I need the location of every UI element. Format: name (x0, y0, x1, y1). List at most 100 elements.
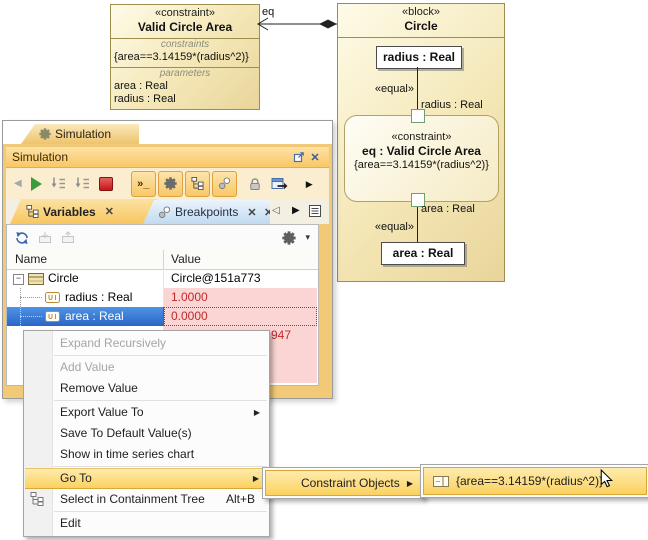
menu-item-edit[interactable]: Edit (24, 513, 269, 534)
menu-item-label: Select in Containment Tree (60, 492, 205, 506)
tabs-list-button[interactable] (309, 205, 321, 217)
parameter-port-radius[interactable] (411, 109, 425, 123)
menu-separator (54, 511, 267, 512)
menu-item-remove-value[interactable]: Remove Value (24, 378, 269, 399)
radius-value-property[interactable]: radius : Real (376, 46, 462, 69)
menu-item-shortcut: Alt+B (225, 492, 255, 506)
binding-top-label: radius : Real (421, 99, 483, 111)
breakpoints-icon (218, 177, 231, 190)
variables-options-gear-button[interactable] (282, 231, 296, 245)
parameters-compartment: parameters area : Real radius : Real (111, 68, 259, 109)
tab-variables[interactable]: Variables ✕ (10, 199, 157, 224)
name-cell-selected: area : Real (7, 307, 164, 326)
export-to-new-window-button[interactable] (271, 177, 288, 191)
constraint-block-name: Valid Circle Area (137, 20, 233, 34)
menu-item-label: Save To Default Value(s) (60, 426, 192, 440)
constraint-object-icon (433, 476, 449, 487)
terminate-button[interactable] (98, 176, 113, 191)
animate-toggle-button[interactable] (184, 170, 210, 197)
simulation-window: Simulation Simulation ✕ ◀ »_ (2, 120, 333, 399)
submenu-item-constraint-objects[interactable]: Constraint Objects ▶ (265, 470, 421, 496)
simulation-gear-icon (39, 128, 51, 140)
close-panel-button[interactable]: ✕ (310, 151, 320, 164)
step-over-button[interactable] (75, 177, 90, 190)
tabs-scroll-prev-button[interactable]: ◁ (272, 205, 280, 216)
import-value-button[interactable] (61, 231, 75, 244)
variables-tab-icon (26, 205, 39, 218)
step-into-button[interactable] (51, 177, 66, 190)
dock-tab-strip: Simulation (3, 121, 332, 144)
name-cell: radius : Real (7, 288, 164, 307)
menu-item-expand-recursively[interactable]: Expand Recursively (24, 333, 269, 354)
toolbar-more-button[interactable]: ▶ (305, 178, 313, 189)
block-stereotype: «block» (402, 6, 440, 18)
lock-button[interactable] (248, 177, 262, 191)
block-instance-icon (28, 273, 44, 285)
hierarchy-icon (191, 177, 204, 190)
constraint-objects-submenu: {area==3.14159*(radius^2)} (420, 464, 648, 498)
constraint-expression: {area==3.14159*(radius^2)} (114, 51, 249, 63)
simulation-toolbar: ◀ »_ (6, 168, 329, 199)
eq-connector[interactable] (250, 0, 350, 40)
tabs-scroll-next-button[interactable]: ▶ (292, 205, 300, 216)
breakpoints-toggle-button[interactable] (211, 170, 237, 197)
menu-item-go-to[interactable]: Go To ▶ (25, 468, 268, 489)
table-row-area-selected[interactable]: area : Real 0.0000 (7, 307, 318, 326)
menu-item-save-to-default[interactable]: Save To Default Value(s) (24, 423, 269, 444)
dock-tab-simulation[interactable]: Simulation (21, 124, 139, 144)
menu-item-label: Go To (60, 471, 92, 485)
animation-prev-button[interactable]: ◀ (14, 177, 22, 189)
console-icon: »_ (137, 177, 150, 190)
area-value-property[interactable]: area : Real (381, 242, 465, 265)
menu-item-label: Add Value (60, 360, 115, 374)
breakpoints-tab-close[interactable]: ✕ (247, 206, 257, 219)
export-value-button[interactable] (38, 231, 52, 244)
expander-icon[interactable]: − (13, 274, 24, 285)
dock-tab-label: Simulation (55, 127, 112, 141)
eq-connector-label: eq (262, 6, 275, 18)
constraint-block-header: «constraint» Valid Circle Area (111, 5, 259, 39)
menu-item-add-value[interactable]: Add Value (24, 357, 269, 378)
containment-tree-icon (30, 492, 44, 506)
menu-item-label: Expand Recursively (60, 336, 167, 350)
menu-item-select-in-containment-tree[interactable]: Select in Containment Tree Alt+B (24, 489, 269, 510)
submenu-arrow-icon: ▶ (252, 474, 259, 483)
constraint-property-name: eq : Valid Circle Area (362, 144, 481, 158)
value-property-icon (45, 292, 60, 303)
value-cell: Circle@151a773 (171, 271, 261, 285)
variables-tab-close[interactable]: ✕ (104, 206, 114, 218)
constraint-block-valid-circle-area[interactable]: «constraint» Valid Circle Area constrain… (110, 4, 260, 110)
options-toggle-button[interactable] (157, 170, 183, 197)
menu-item-export-value-to[interactable]: Export Value To ▶ (24, 402, 269, 423)
menu-item-label: Export Value To (60, 405, 144, 419)
circle-block-header: «block» Circle (338, 4, 504, 38)
constraints-compartment: constraints {area==3.14159*(radius^2)} (111, 39, 259, 68)
value-cell-error-focused: 0.0000 (164, 307, 317, 326)
panel-title-bar[interactable]: Simulation ✕ (6, 147, 329, 168)
column-header-value[interactable]: Value (171, 252, 201, 266)
block-circle[interactable]: «block» Circle radius : Real «equal» rad… (337, 3, 505, 282)
console-toggle-button[interactable]: »_ (130, 170, 156, 197)
options-dropdown-arrow[interactable]: ▾ (305, 232, 310, 242)
submenu-item-constraint-expression[interactable]: {area==3.14159*(radius^2)} (423, 467, 647, 495)
binding-connector-bottom (417, 207, 418, 243)
menu-item-label: Show in time series chart (60, 447, 195, 461)
constraint-property-stereotype: «constraint» (391, 131, 452, 143)
panel-title: Simulation (12, 150, 69, 164)
table-row-radius[interactable]: radius : Real 1.0000 (7, 288, 318, 307)
table-row-circle[interactable]: − Circle Circle@151a773 (7, 269, 318, 288)
parameter-port-area[interactable] (411, 193, 425, 207)
refresh-button[interactable] (15, 231, 29, 245)
tab-breakpoints[interactable]: Breakpoints ✕ (143, 200, 270, 224)
submenu-item-label: {area==3.14159*(radius^2)} (456, 474, 604, 488)
submenu-item-label: Constraint Objects (301, 476, 400, 490)
variables-tab-label: Variables (43, 204, 96, 219)
constraint-property-eq[interactable]: «constraint» eq : Valid Circle Area {are… (344, 115, 499, 202)
stub-tab-close: ✕ (264, 206, 270, 219)
table-header: Name Value (7, 250, 318, 270)
menu-item-show-in-time-series-chart[interactable]: Show in time series chart (24, 444, 269, 465)
run-button[interactable] (30, 176, 42, 191)
name-cell: − Circle (7, 269, 164, 288)
float-window-button[interactable] (291, 150, 307, 164)
column-header-name[interactable]: Name (7, 250, 164, 269)
